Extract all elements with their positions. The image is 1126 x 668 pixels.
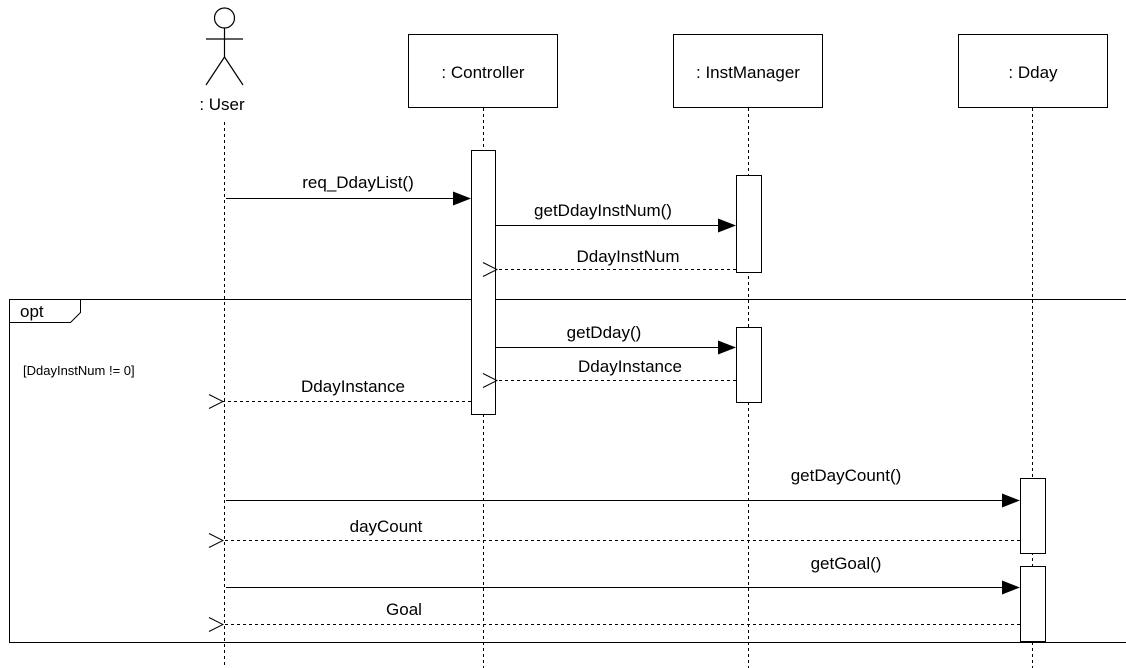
object-instmanager: : InstManager [673, 34, 823, 108]
message-label: dayCount [350, 517, 423, 536]
message-label: DdayInstance [301, 377, 405, 396]
message-label: Goal [386, 600, 422, 619]
actor-head [213, 7, 236, 29]
activation-instmanager-1 [736, 175, 762, 273]
opt-guard-label: [DdayInstNum != 0] [23, 363, 135, 378]
opt-fragment-frame [9, 299, 1126, 643]
object-instmanager-label: : InstManager [696, 63, 800, 82]
message-label: req_DdayList() [302, 173, 414, 192]
message-label: DdayInstNum [577, 247, 680, 266]
opt-operator-label: opt [20, 302, 44, 321]
activation-controller [471, 150, 496, 415]
object-dday-label: : Dday [1008, 63, 1058, 82]
message-label: getDdayInstNum() [534, 201, 672, 220]
opt-fragment-tab [9, 299, 81, 323]
activation-instmanager-2 [736, 327, 762, 403]
messages: req_DdayList() getDdayInstNum() DdayInst… [223, 173, 1020, 625]
message-label: getDayCount() [791, 466, 902, 485]
opt-fragment: opt [DdayInstNum != 0] [9, 299, 1126, 643]
message-label: DdayInstance [578, 357, 682, 376]
object-controller: : Controller [408, 34, 558, 108]
activation-dday-1 [1020, 478, 1046, 554]
message-label: getGoal() [811, 554, 882, 573]
lifelines [224, 108, 1033, 668]
actor-user [205, 7, 244, 86]
activation-dday-2 [1020, 566, 1046, 642]
actor-user-label: : User [199, 95, 245, 114]
activations [471, 150, 1046, 642]
object-dday: : Dday [958, 34, 1108, 108]
message-label: getDday() [567, 323, 642, 342]
object-controller-label: : Controller [441, 63, 524, 82]
